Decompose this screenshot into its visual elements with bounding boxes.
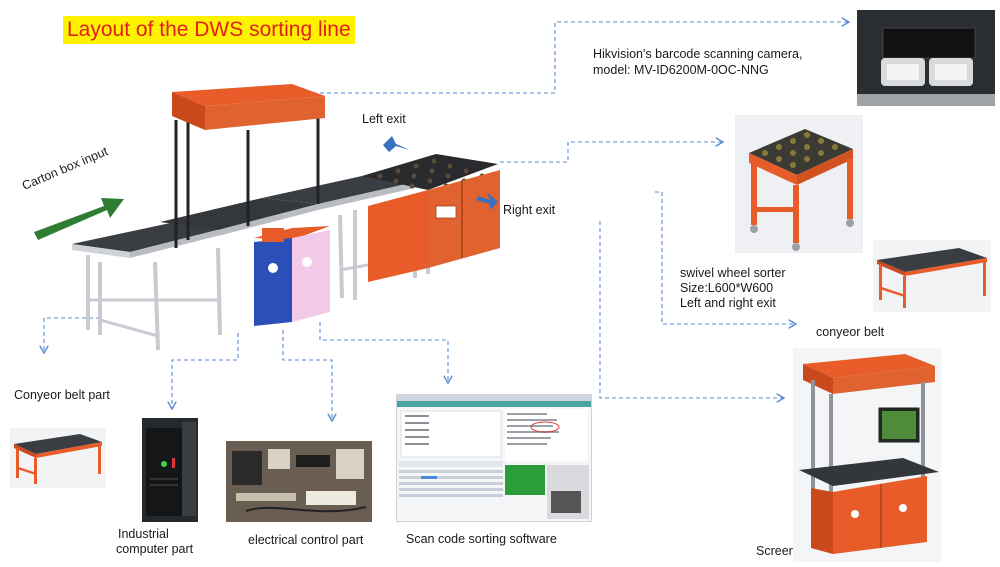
- industrial-computer-photo: [142, 418, 198, 522]
- sorter-label-line2: Size:L600*W600: [680, 281, 774, 295]
- connector-screen: [599, 221, 783, 398]
- sorter-label-line3: Left and right exit: [680, 296, 776, 310]
- sorter-label-line1: swivel wheel sorter: [680, 266, 786, 280]
- electrical-label: electrical control part: [248, 533, 364, 547]
- conveyor-belt-photo-right: [873, 240, 991, 312]
- electrical-control-photo: [226, 441, 372, 522]
- screen-station-photo: [793, 348, 941, 562]
- conveyor-belt-label: conyeor belt: [816, 325, 885, 339]
- camera-label-line2: model: MV-ID6200M-0OC-NNG: [593, 63, 769, 77]
- dws-line-illustration: [34, 84, 500, 351]
- software-label: Scan code sorting software: [406, 532, 557, 546]
- connector-software: [319, 322, 448, 382]
- right-exit-label: Right exit: [503, 203, 556, 217]
- connector-sorter: [500, 142, 722, 163]
- connector-electrical: [282, 330, 332, 420]
- industrial-label-line1: Industrial: [118, 527, 169, 541]
- connector-conveyor-belt: [655, 191, 795, 324]
- industrial-label-line2: computer part: [116, 542, 194, 556]
- conveyor-belt-part-photo: [10, 428, 106, 488]
- connector-conveyor-part: [44, 317, 100, 352]
- conveyor-belt-part-label: Conyeor belt part: [14, 388, 110, 402]
- diagram-title: Layout of the DWS sorting line: [63, 16, 355, 44]
- connector-industrial: [172, 333, 239, 408]
- left-exit-label: Left exit: [362, 112, 406, 126]
- software-screenshot-photo: [396, 394, 592, 522]
- screen-label: Screen: [756, 544, 796, 558]
- camera-photo: [857, 10, 995, 106]
- connector-lines: [44, 22, 848, 420]
- camera-label-line1: Hikvision's barcode scanning camera,: [593, 47, 803, 61]
- sorter-photo: [735, 115, 863, 253]
